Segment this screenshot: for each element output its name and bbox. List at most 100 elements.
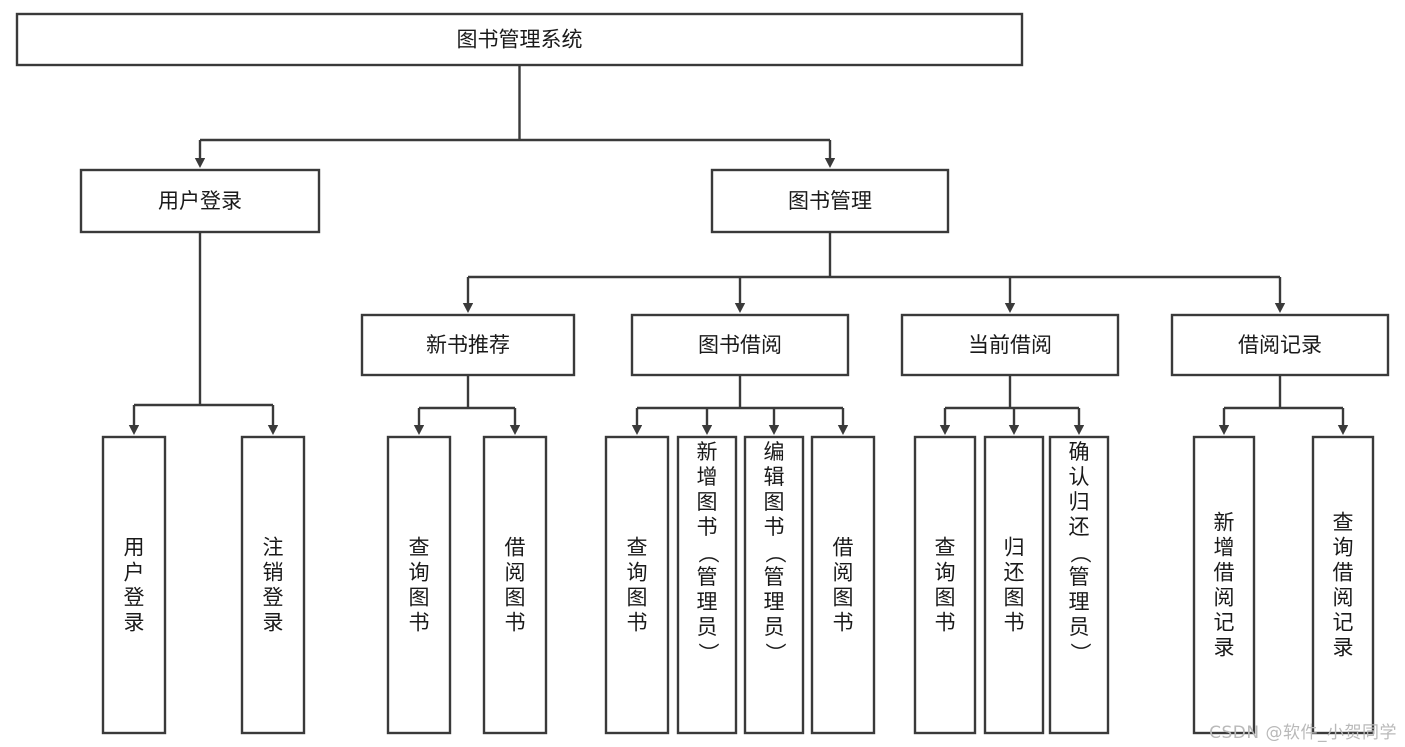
svg-text:新: 新: [697, 440, 718, 464]
node-borrow-record-label: 借阅记录: [1238, 333, 1322, 357]
node-root[interactable]: 图书管理系统: [15, 12, 1024, 67]
node-leaf-return-book-box[interactable]: [983, 435, 1045, 735]
node-book-borrow[interactable]: 图书借阅: [630, 313, 850, 377]
node-current-borrow-box[interactable]: [900, 313, 1120, 377]
svg-text:图: 图: [935, 586, 956, 610]
node-book-management-box[interactable]: [710, 168, 950, 234]
node-leaf-query-book-borrow-box[interactable]: [604, 435, 670, 735]
svg-text:户: 户: [124, 561, 145, 585]
svg-text:查: 查: [935, 536, 956, 560]
node-leaf-edit-book-box[interactable]: [743, 435, 805, 735]
svg-text:还: 还: [1004, 561, 1025, 585]
node-leaf-query-book-current-box[interactable]: [913, 435, 977, 735]
node-book-management[interactable]: 图书管理: [710, 168, 950, 234]
svg-text:图: 图: [833, 586, 854, 610]
node-leaf-user-login[interactable]: 用户登录: [101, 435, 167, 735]
svg-text:增: 增: [697, 465, 718, 489]
svg-text:阅: 阅: [1333, 586, 1354, 610]
node-new-book-recommend-label: 新书推荐: [426, 333, 510, 357]
svg-text:询: 询: [627, 561, 648, 585]
node-user-login[interactable]: 用户登录: [79, 168, 321, 234]
svg-text:图: 图: [627, 586, 648, 610]
node-leaf-query-borrow-record-box[interactable]: [1311, 435, 1375, 735]
svg-text:用: 用: [124, 536, 145, 560]
node-current-borrow[interactable]: 当前借阅: [900, 313, 1120, 377]
svg-text:书: 书: [505, 611, 526, 635]
svg-text:书: 书: [409, 611, 430, 635]
svg-text:询: 询: [409, 561, 430, 585]
svg-text:辑: 辑: [764, 465, 785, 489]
svg-text:管: 管: [697, 565, 718, 589]
node-borrow-record-box[interactable]: [1170, 313, 1390, 377]
svg-text:登: 登: [124, 586, 145, 610]
svg-text:询: 询: [1333, 536, 1354, 560]
node-borrow-record[interactable]: 借阅记录: [1170, 313, 1390, 377]
connector-layer: [128, 65, 1349, 435]
svg-text:确: 确: [1069, 440, 1090, 464]
node-user-login-box[interactable]: [79, 168, 321, 234]
svg-text:）: ）: [763, 643, 787, 664]
svg-text:录: 录: [263, 611, 284, 635]
svg-text:借: 借: [833, 536, 854, 560]
node-root-box[interactable]: [15, 12, 1024, 67]
svg-text:归: 归: [1069, 490, 1090, 514]
svg-text:书: 书: [1004, 611, 1025, 635]
node-leaf-user-login-box[interactable]: [101, 435, 167, 735]
node-leaf-add-book-box[interactable]: [676, 435, 738, 735]
node-leaf-query-book-recommend-box[interactable]: [386, 435, 452, 735]
node-leaf-user-logout-box[interactable]: [240, 435, 306, 735]
node-leaf-add-borrow-record-box[interactable]: [1192, 435, 1256, 735]
svg-text:（: （: [696, 543, 720, 564]
svg-text:登: 登: [263, 586, 284, 610]
svg-text:阅: 阅: [833, 561, 854, 585]
svg-text:）: ）: [1068, 643, 1092, 664]
node-new-book-recommend-box[interactable]: [360, 313, 576, 377]
svg-text:图: 图: [1004, 586, 1025, 610]
svg-text:书: 书: [697, 515, 718, 539]
svg-text:注: 注: [263, 536, 284, 560]
node-new-book-recommend[interactable]: 新书推荐: [360, 313, 576, 377]
svg-text:员: 员: [697, 615, 718, 639]
svg-text:图: 图: [505, 586, 526, 610]
svg-text:阅: 阅: [505, 561, 526, 585]
node-layer: 图书管理系统用户登录图书管理新书推荐图书借阅当前借阅借阅记录用户登录注销登录查询…: [15, 12, 1390, 735]
csdn-watermark: CSDN @软件_小贺同学: [1209, 723, 1397, 743]
node-user-login-label: 用户登录: [158, 189, 242, 213]
svg-text:员: 员: [764, 615, 785, 639]
svg-text:（: （: [763, 543, 787, 564]
svg-text:录: 录: [1214, 636, 1235, 660]
svg-text:书: 书: [833, 611, 854, 635]
node-book-borrow-box[interactable]: [630, 313, 850, 377]
svg-text:销: 销: [263, 561, 284, 585]
node-root-label: 图书管理系统: [457, 28, 583, 52]
node-leaf-borrow-book-box[interactable]: [810, 435, 876, 735]
svg-text:阅: 阅: [1214, 586, 1235, 610]
node-leaf-borrow-book-recommend-box[interactable]: [482, 435, 548, 735]
svg-text:还: 还: [1069, 515, 1090, 539]
node-book-management-label: 图书管理: [788, 189, 872, 213]
svg-text:认: 认: [1069, 465, 1090, 489]
node-leaf-confirm-return-box[interactable]: [1048, 435, 1110, 735]
